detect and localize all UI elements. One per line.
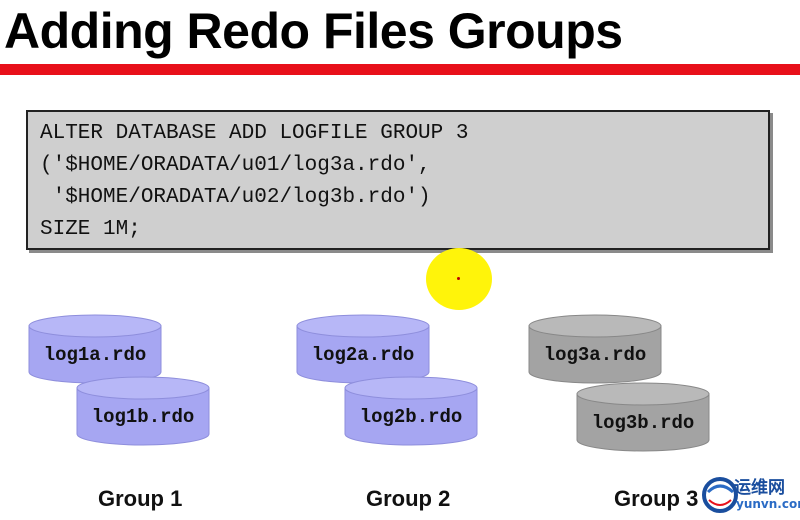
group-label: Group 2 <box>366 486 451 511</box>
laser-pointer-highlight <box>426 248 492 310</box>
redo-file-name: log3a.rdo <box>543 344 647 366</box>
title-underline-bar <box>0 64 800 75</box>
group-label: Group 3 <box>614 486 699 511</box>
redo-file-disk-icon: log1b.rdo <box>76 376 210 446</box>
site-watermark-logo: 运维网 yunvn.com <box>700 470 800 520</box>
redo-file-name: log2b.rdo <box>359 406 463 428</box>
redo-file-disk-icon: log3b.rdo <box>576 382 710 452</box>
code-line: SIZE 1M; <box>40 218 141 241</box>
redo-file-disk-icon: log1a.rdo <box>28 314 162 384</box>
redo-file-disk-icon: log2b.rdo <box>344 376 478 446</box>
code-line: ('$HOME/ORADATA/u01/log3a.rdo', <box>40 154 431 177</box>
watermark-en-text: yunvn.com <box>736 497 800 511</box>
swirl-logo-icon <box>702 477 738 513</box>
redo-file-disk-icon: log2a.rdo <box>296 314 430 384</box>
redo-file-name: log1a.rdo <box>43 344 147 366</box>
watermark-cn-text: 运维网 <box>734 478 785 498</box>
page-title: Adding Redo Files Groups <box>4 3 623 59</box>
redo-file-name: log1b.rdo <box>91 406 195 428</box>
redo-file-name: log2a.rdo <box>311 344 415 366</box>
sql-code-box: ALTER DATABASE ADD LOGFILE GROUP 3 ('$HO… <box>26 110 770 250</box>
code-line: '$HOME/ORADATA/u02/log3b.rdo') <box>40 186 431 209</box>
code-line: ALTER DATABASE ADD LOGFILE GROUP 3 <box>40 122 469 145</box>
redo-file-name: log3b.rdo <box>591 412 695 434</box>
group-label: Group 1 <box>98 486 183 511</box>
redo-file-disk-icon: log3a.rdo <box>528 314 662 384</box>
